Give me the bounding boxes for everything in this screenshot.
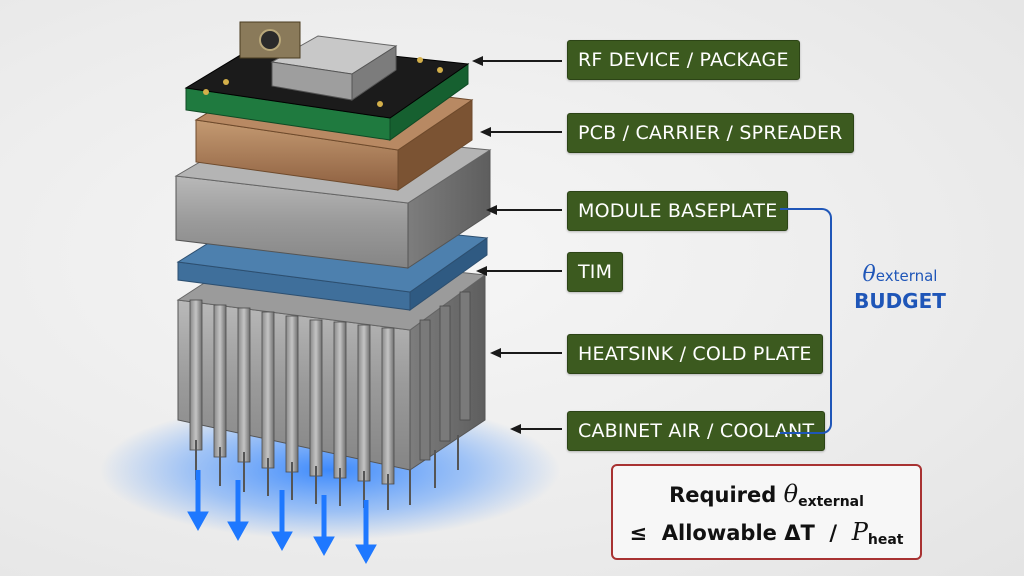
pointer-arrow-rf-device [482,60,562,62]
flow-arrow [313,495,335,557]
label-pcb-carrier-spreader: PCB / CARRIER / SPREADER [567,113,854,153]
flow-arrow [271,490,293,552]
pointer-arrowhead-cabinet [510,424,521,434]
requirement-formula-box: Required θexternal ≤ Allowable ΔT / Phea… [611,464,922,560]
pointer-arrow-tim [486,270,562,272]
formula-allowable-delta-t: Allowable ΔT [661,521,815,545]
budget-theta-subscript: external [875,267,938,285]
rf-device-package [203,21,443,107]
heatsink-fins [189,291,471,485]
pointer-arrow-heatsink [500,352,562,354]
pointer-arrowhead-tim [476,266,487,276]
flow-arrow [227,480,249,542]
pointer-arrow-pcb [490,131,562,133]
label-tim: TIM [567,252,624,292]
pointer-arrowhead-heatsink [490,348,501,358]
pointer-arrowhead-pcb [480,127,491,137]
label-module-baseplate: MODULE BASEPLATE [567,191,789,231]
formula-slash: / [829,521,838,545]
pointer-arrowhead-baseplate [486,205,497,215]
coolant-flow-arrows [187,470,377,565]
formula-theta-subscript: external [798,494,864,510]
external-budget-label: θexternal BUDGET [840,262,960,313]
formula-theta: θ [783,480,799,508]
formula-p: P [851,518,868,546]
label-cabinet-air-coolant: CABINET AIR / COOLANT [567,411,826,451]
budget-word: BUDGET [854,289,946,313]
pointer-arrowhead-rf-device [472,56,483,66]
label-heatsink-cold-plate: HEATSINK / COLD PLATE [567,334,823,374]
formula-p-subscript: heat [867,532,904,548]
external-budget-bracket [780,208,832,434]
budget-theta-symbol: θ [862,262,876,287]
flow-arrow [187,470,209,532]
pointer-arrow-cabinet [520,428,562,430]
formula-required: Required [669,483,777,507]
pointer-arrow-baseplate [496,209,562,211]
formula-line-2: ≤ Allowable ΔT / Pheat [613,518,920,548]
formula-leq: ≤ [629,521,648,545]
label-rf-device-package: RF DEVICE / PACKAGE [567,40,800,80]
formula-line-1: Required θexternal [613,480,920,510]
flow-arrow [355,500,377,565]
